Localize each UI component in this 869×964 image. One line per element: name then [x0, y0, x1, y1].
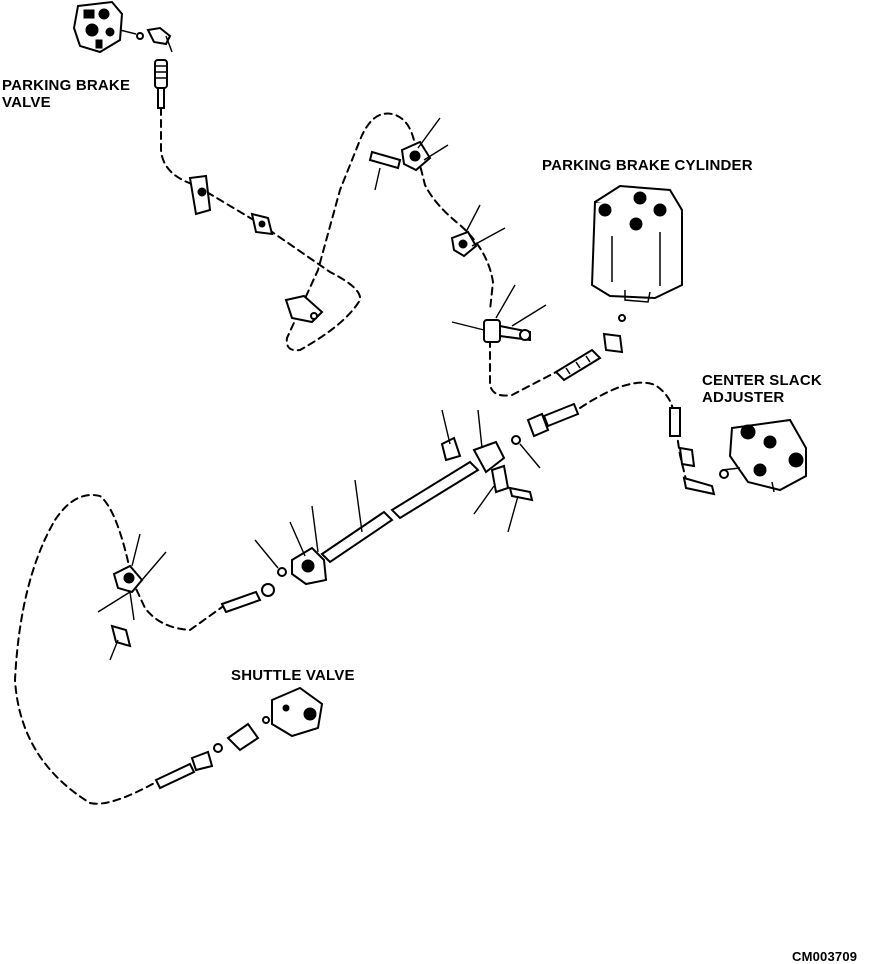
center-slack-adjuster-label: CENTER SLACK ADJUSTER [702, 372, 822, 406]
hose-tee-fitting [451, 284, 547, 343]
hose-clamp-lower-left [97, 533, 167, 661]
hose-clamp-mid [450, 204, 506, 258]
parking-brake-valve [72, 0, 173, 54]
shuttle-valve-label: SHUTTLE VALVE [231, 667, 355, 684]
slack-adjuster-fitting [669, 407, 729, 496]
hose-coupling-1 [250, 212, 274, 236]
hose-to-cylinder [489, 339, 561, 397]
hose-clamp-top [368, 117, 449, 191]
hose-clip-1 [188, 174, 212, 216]
drawing-number: CM003709 [792, 949, 858, 964]
air-tube [320, 460, 480, 564]
parking-brake-cylinder-label: PARKING BRAKE CYLINDER [542, 157, 753, 174]
center-slack-adjuster [721, 418, 807, 493]
cylinder-hose-end [554, 348, 602, 382]
parking-brake-valve-label: PARKING BRAKE VALVE [2, 77, 131, 111]
shuttle-valve [154, 686, 324, 790]
hose-clip-2 [284, 294, 324, 324]
tube-fitting-right [440, 409, 541, 474]
parking-brake-cylinder [590, 184, 683, 354]
hose-upper-left [160, 107, 495, 352]
tube-fitting-left [254, 505, 328, 586]
tube-clip-lower [473, 464, 534, 533]
tube-hose-end-right [526, 402, 580, 438]
lower-hose-end [220, 583, 275, 614]
